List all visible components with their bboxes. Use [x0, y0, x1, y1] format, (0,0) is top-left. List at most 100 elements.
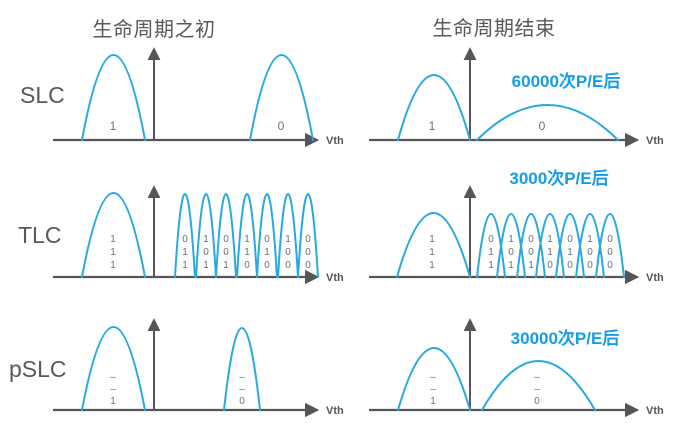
x-axis-label: Vth	[326, 272, 344, 284]
tlc-eol-level-4: 0 1 0	[555, 213, 585, 278]
bit: 1	[429, 260, 435, 271]
bit: 0	[223, 234, 229, 245]
x-axis-label: Vth	[326, 405, 344, 417]
bit: 1	[508, 260, 514, 271]
bit: 1	[508, 234, 514, 245]
distribution-curve-widened	[516, 213, 546, 278]
tlc-eol-level-5: 1 0 0	[575, 213, 605, 278]
bit: –	[430, 384, 436, 395]
distribution-curve-programmed-widened	[481, 360, 596, 411]
distribution-curve-erased	[81, 326, 146, 411]
bit: –	[534, 384, 540, 395]
bit: 0	[587, 247, 593, 258]
left-state-bits: – – 1	[430, 372, 436, 407]
bit: 0	[488, 234, 494, 245]
bit: 0	[587, 260, 593, 271]
bit: 1	[203, 260, 209, 271]
bit: 0	[607, 260, 613, 271]
panel-pslc-begin: Vth – – 1 – – 0	[53, 318, 344, 418]
bit: 1	[430, 396, 436, 407]
bit: 0	[305, 234, 311, 245]
tlc-eol-level-3: 1 1 0	[535, 213, 565, 278]
bit: 1	[547, 234, 553, 245]
bit: 0	[508, 247, 514, 258]
bit: 0	[285, 247, 291, 258]
bit: 0	[607, 234, 613, 245]
bit: 1	[488, 260, 494, 271]
bit: 1	[429, 234, 435, 245]
pe-cycles-note-tlc: 3000次P/E后	[509, 168, 608, 188]
bit: 0	[264, 234, 270, 245]
distribution-curve-widened	[535, 213, 565, 278]
distribution-curve-erased	[81, 54, 146, 141]
tlc-eol-level-0: 0 1 1	[476, 213, 506, 278]
distribution-curve	[174, 193, 196, 278]
bit: 1	[244, 247, 250, 258]
bit: 1	[110, 247, 116, 258]
tlc-bol-level-6: 0 0 0	[297, 193, 319, 278]
bit: 1	[182, 247, 188, 258]
bit: 0	[239, 396, 245, 407]
bit: 1	[223, 260, 229, 271]
distribution-curve-erased	[396, 212, 471, 278]
erased-state-bits: 1 1 1	[110, 234, 116, 271]
bit: 1	[182, 260, 188, 271]
bit: 1	[244, 234, 250, 245]
row-label-slc: SLC	[20, 82, 65, 108]
bit: 1	[203, 234, 209, 245]
panel-tlc-begin: Vth 1 1 1 0 1 1 1 0 1 0 0 1 1 1	[53, 185, 344, 285]
bit: 1	[488, 247, 494, 258]
bit: 0	[528, 247, 534, 258]
bit: 0	[607, 247, 613, 258]
tlc-eol-level-6: 0 0 0	[595, 213, 625, 278]
distribution-curve-widened	[575, 213, 605, 278]
distribution-curve	[256, 193, 278, 278]
bit: 0	[567, 260, 573, 271]
tlc-eol-level-1: 1 0 1	[496, 213, 526, 278]
state-label-1: 1	[429, 119, 436, 133]
tlc-bol-level-4: 0 1 0	[256, 193, 278, 278]
x-axis-label: Vth	[646, 135, 664, 147]
bit: 0	[547, 260, 553, 271]
bit: 1	[110, 260, 116, 271]
x-axis-label: Vth	[646, 405, 664, 417]
right-state-bits: – – 0	[534, 372, 540, 407]
distribution-curve-programmed	[223, 327, 261, 411]
panel-pslc-end: Vth 30000次P/E后 – – 1 – – 0	[369, 318, 664, 418]
panel-tlc-end: Vth 3000次P/E后 1 1 1 0 1 1 1 0 1 0 0 1 1	[369, 168, 664, 285]
panel-slc-end: Vth 60000次P/E后 1 0	[369, 47, 664, 148]
tlc-bol-level-3: 1 1 0	[236, 193, 258, 278]
tlc-eol-level-2: 0 0 1	[516, 213, 546, 278]
distribution-curve	[277, 193, 299, 278]
bit: 0	[182, 234, 188, 245]
bit: –	[110, 372, 116, 383]
bit: 1	[528, 260, 534, 271]
distribution-curve-erased	[397, 347, 471, 411]
bit: 0	[305, 247, 311, 258]
x-axis-label: Vth	[646, 272, 664, 284]
bit: 1	[110, 396, 116, 407]
tlc-bol-level-0: 0 1 1	[174, 193, 196, 278]
bit: 0	[223, 247, 229, 258]
bit: –	[430, 372, 436, 383]
x-axis-label: Vth	[326, 135, 344, 147]
distribution-curve	[297, 193, 319, 278]
bit: 0	[567, 234, 573, 245]
bit: 1	[285, 234, 291, 245]
row-label-pslc: pSLC	[9, 356, 67, 382]
bit: –	[239, 384, 245, 395]
distribution-curve-widened	[595, 213, 625, 278]
state-label-0: 0	[539, 119, 546, 133]
distribution-curve	[236, 193, 258, 278]
bit: –	[110, 384, 116, 395]
distribution-curve-widened	[496, 213, 526, 278]
distribution-curve-widened	[476, 213, 506, 278]
distribution-curve	[195, 193, 217, 278]
bit: 1	[110, 234, 116, 245]
tlc-bol-level-5: 1 0 0	[277, 193, 299, 278]
state-label-1: 1	[110, 119, 117, 133]
tlc-bol-level-1: 1 0 1	[195, 193, 217, 278]
distribution-curve-erased	[81, 192, 146, 278]
